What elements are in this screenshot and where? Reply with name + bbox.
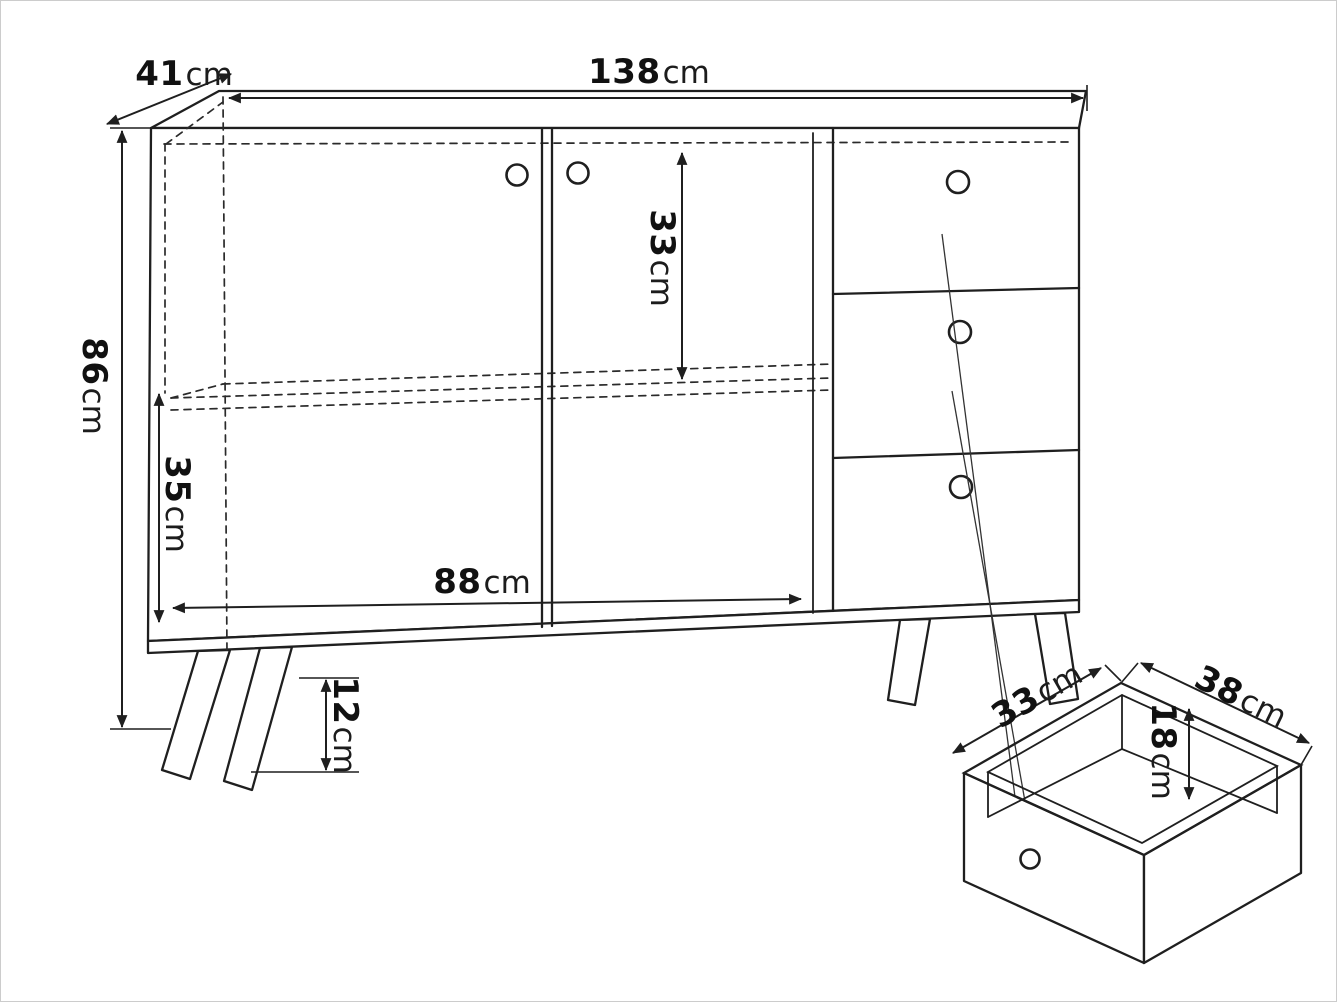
dim-interior-width-value: 88 — [433, 562, 482, 602]
dim-leg-height-unit: cm — [326, 726, 362, 774]
drawer-knob-2-icon — [947, 319, 973, 345]
dim-bottom-section-label: 35 cm — [157, 455, 197, 553]
dim-leg-height-label: 12 cm — [325, 676, 365, 774]
dim-leg-height-value: 12 — [325, 676, 365, 725]
hidden-inner-top-edge — [163, 141, 1070, 145]
dim-interior-width-label: 88 cm — [433, 562, 531, 602]
dim-height-unit: cm — [75, 387, 111, 435]
drawer-detail-drawing — [952, 662, 1313, 965]
dimension-lines — [105, 73, 1088, 773]
shelf-front-bottom-edge — [170, 389, 832, 411]
dim-height-value: 86 — [74, 337, 114, 386]
dim-depth-unit: cm — [185, 57, 233, 93]
shelf-front-top-edge — [170, 377, 832, 399]
leg-front-left — [222, 645, 294, 792]
door-knob-left-icon — [505, 163, 529, 187]
shelf-rear-edge — [222, 363, 834, 385]
cabinet-top-face — [149, 89, 1088, 130]
dim-interior-width-unit: cm — [483, 565, 531, 601]
dim-drawer-height-unit: cm — [1144, 752, 1180, 800]
cabinet-bottom-band — [146, 598, 1081, 655]
drawer-divider-1 — [831, 286, 1081, 296]
dim-height-label: 86 cm — [74, 337, 114, 435]
leg-rear-left — [160, 648, 232, 781]
dim-drawer-height-value: 18 — [1143, 702, 1183, 751]
drawer-knob-3-icon — [948, 474, 974, 500]
dim-tick-drawer-width — [1104, 664, 1122, 682]
dim-depth-value: 41 — [135, 54, 184, 94]
dim-line-interior-width — [171, 593, 803, 614]
drawer-knob-1-icon — [945, 169, 971, 195]
dim-tick-drawer-depth-left — [1120, 662, 1139, 684]
dim-top-section-label: 33 cm — [642, 209, 682, 307]
dim-top-section-unit: cm — [643, 259, 679, 307]
dim-width-unit: cm — [662, 55, 710, 91]
leader-line-2 — [951, 390, 1035, 853]
dim-top-section-value: 33 — [642, 209, 682, 258]
dim-line-depth — [105, 73, 233, 125]
hidden-rear-left-edge — [222, 96, 228, 654]
drawer-detail-knob-icon — [1019, 848, 1041, 870]
dim-tick-drawer-depth-right — [1300, 745, 1313, 766]
dim-drawer-height-label: 18 cm — [1143, 702, 1183, 800]
dim-bottom-section-value: 35 — [157, 455, 197, 504]
dim-width-label: 138 cm — [588, 52, 710, 92]
shelf-left-edge — [170, 383, 224, 399]
dim-line-drawer-width — [952, 667, 1102, 754]
dim-line-drawer-depth — [1140, 662, 1310, 744]
drawer-divider-2 — [831, 448, 1081, 460]
cabinet-legs — [160, 611, 1080, 792]
door-knob-right-icon — [566, 161, 590, 185]
dim-width-value: 138 — [588, 52, 661, 92]
cabinet-body — [146, 89, 1088, 655]
leg-front-right — [886, 617, 932, 707]
dim-depth-label: 41 cm — [135, 54, 233, 94]
dim-bottom-section-unit: cm — [158, 505, 194, 553]
drawer-interior-bottom-edges — [987, 748, 1278, 818]
